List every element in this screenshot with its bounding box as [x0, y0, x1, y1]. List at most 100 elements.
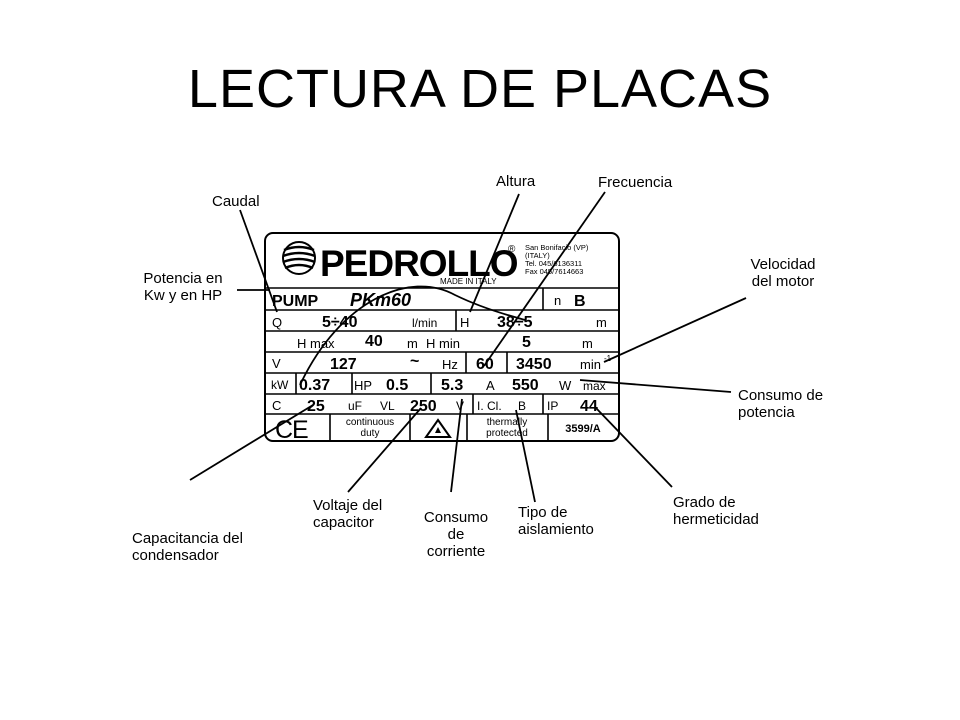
hmin-unit: m	[582, 336, 593, 351]
label-consumo-potencia-line1: Consumo de	[738, 387, 824, 404]
n-label: n	[554, 293, 561, 308]
leader-voltaje	[347, 407, 422, 493]
a-value: 5.3	[441, 377, 463, 394]
label-grado-line2: hermeticidad	[673, 511, 759, 528]
vl-label: VL	[380, 399, 395, 413]
leader-altura	[469, 193, 520, 313]
label-potencia: Potencia en Kw y en HP	[128, 270, 238, 304]
rpm-superscript: -1	[604, 354, 612, 363]
label-velocidad-line1: Velocidad	[750, 256, 816, 273]
label-frecuencia: Frecuencia	[598, 174, 673, 191]
a-unit: A	[486, 378, 495, 393]
q-value: 5÷40	[322, 314, 358, 331]
plate-code: 3599/A	[565, 423, 601, 435]
hmin-value: 5	[522, 334, 531, 351]
label-potencia-line2: Kw y en HP	[143, 287, 223, 304]
n-value: B	[574, 293, 586, 310]
hmax-unit: m	[407, 336, 418, 351]
vl-value: 250	[410, 398, 437, 415]
page-title: LECTURA DE PLACAS	[187, 59, 773, 119]
label-consumo-corriente-line1: Consumo	[423, 509, 489, 526]
label-velocidad: Velocidad del motor	[733, 256, 833, 290]
label-tipo-line1: Tipo de	[518, 504, 568, 521]
h-unit: m	[596, 315, 607, 330]
address-line2: (ITALY)	[525, 251, 550, 260]
v-value: 127	[330, 356, 357, 373]
label-capacitancia-line1: Capacitancia del	[132, 530, 243, 547]
thermally-protected-line2: protected	[486, 428, 528, 439]
c-value: 25	[307, 398, 325, 415]
h-label: H	[460, 315, 469, 330]
thermally-protected-line1: thermally	[487, 417, 528, 428]
hp-label: HP	[354, 378, 372, 393]
label-grado-hermeticidad: Grado de hermeticidad	[673, 494, 759, 528]
label-consumo-corriente-line3: corriente	[426, 543, 486, 560]
label-altura: Altura	[496, 173, 536, 190]
address-line3: Tel. 045/6136311	[525, 259, 582, 268]
uf-label: uF	[348, 399, 362, 413]
rpm-value: 3450	[516, 356, 552, 373]
icl-value: B	[518, 399, 526, 413]
v-label: V	[272, 356, 281, 371]
label-grado-line1: Grado de	[673, 494, 736, 511]
ce-mark-icon: CE	[275, 416, 308, 444]
hz-label: Hz	[442, 357, 458, 372]
made-in-italy: MADE IN ITALY	[440, 277, 497, 286]
leader-grado	[595, 407, 673, 488]
nameplate-grid	[265, 287, 619, 441]
leader-velocidad	[603, 297, 747, 363]
brand-name: PEDROLLO	[320, 243, 518, 284]
vl-unit: V	[456, 399, 464, 413]
leader-potencia-curve	[299, 285, 526, 386]
label-consumo-potencia: Consumo de potencia	[738, 387, 823, 421]
hp-value: 0.5	[386, 377, 408, 394]
hmin-label: H min	[426, 336, 460, 351]
leader-consumo-potencia	[579, 379, 732, 393]
registered-mark: ®	[508, 244, 516, 255]
label-tipo-line2: aislamiento	[518, 521, 594, 538]
label-consumo-potencia-line2: potencia	[738, 404, 795, 421]
q-unit: l/min	[412, 316, 437, 330]
address-line4: Fax 045/7614663	[525, 267, 583, 276]
hmax-value: 40	[365, 333, 383, 350]
address-line1: San Bonifacio (VP)	[525, 243, 589, 252]
callout-lines	[189, 191, 747, 503]
leader-capacitancia	[189, 404, 314, 481]
tilde-symbol: ~	[410, 353, 419, 370]
label-caudal: Caudal	[212, 193, 260, 210]
label-voltaje-line2: capacitor	[313, 514, 374, 531]
leader-tipo	[515, 409, 536, 503]
label-consumo-corriente: Consumo de corriente	[411, 509, 501, 560]
pump-label: PUMP	[272, 293, 319, 310]
label-capacitancia: Capacitancia del condensador	[132, 530, 243, 564]
c-label: C	[272, 398, 281, 413]
w-unit: W	[559, 378, 572, 393]
icl-label: I. Cl.	[477, 399, 502, 413]
w-value: 550	[512, 377, 539, 394]
label-tipo-aislamiento: Tipo de aislamiento	[518, 504, 594, 538]
label-consumo-corriente-line2: de	[447, 526, 465, 543]
label-voltaje-line1: Voltaje del	[313, 497, 383, 514]
pedrollo-logo-icon	[282, 241, 316, 275]
label-potencia-line1: Potencia en	[143, 270, 223, 287]
leader-caudal	[239, 209, 278, 313]
ip-label: IP	[547, 399, 558, 413]
label-capacitancia-line2: condensador	[132, 547, 219, 564]
hmax-label: H max	[297, 336, 335, 351]
kw-label: kW	[271, 378, 289, 392]
label-voltaje-capacitor: Voltaje del capacitor	[313, 497, 382, 531]
rpm-unit: min	[580, 357, 601, 372]
w-max: max	[583, 379, 606, 393]
continuous-duty-line1: continuous	[346, 417, 394, 428]
leader-consumo-corriente	[450, 398, 463, 493]
nameplate-border	[264, 232, 620, 442]
ip-value: 44	[580, 398, 598, 415]
q-label: Q	[272, 315, 282, 330]
continuous-duty-line2: duty	[361, 428, 380, 439]
warning-triangle-icon	[424, 418, 452, 438]
leader-frecuencia	[483, 191, 606, 367]
pump-model: PKm60	[350, 290, 411, 310]
kw-value: 0.37	[299, 377, 330, 394]
label-velocidad-line2: del motor	[751, 273, 815, 290]
